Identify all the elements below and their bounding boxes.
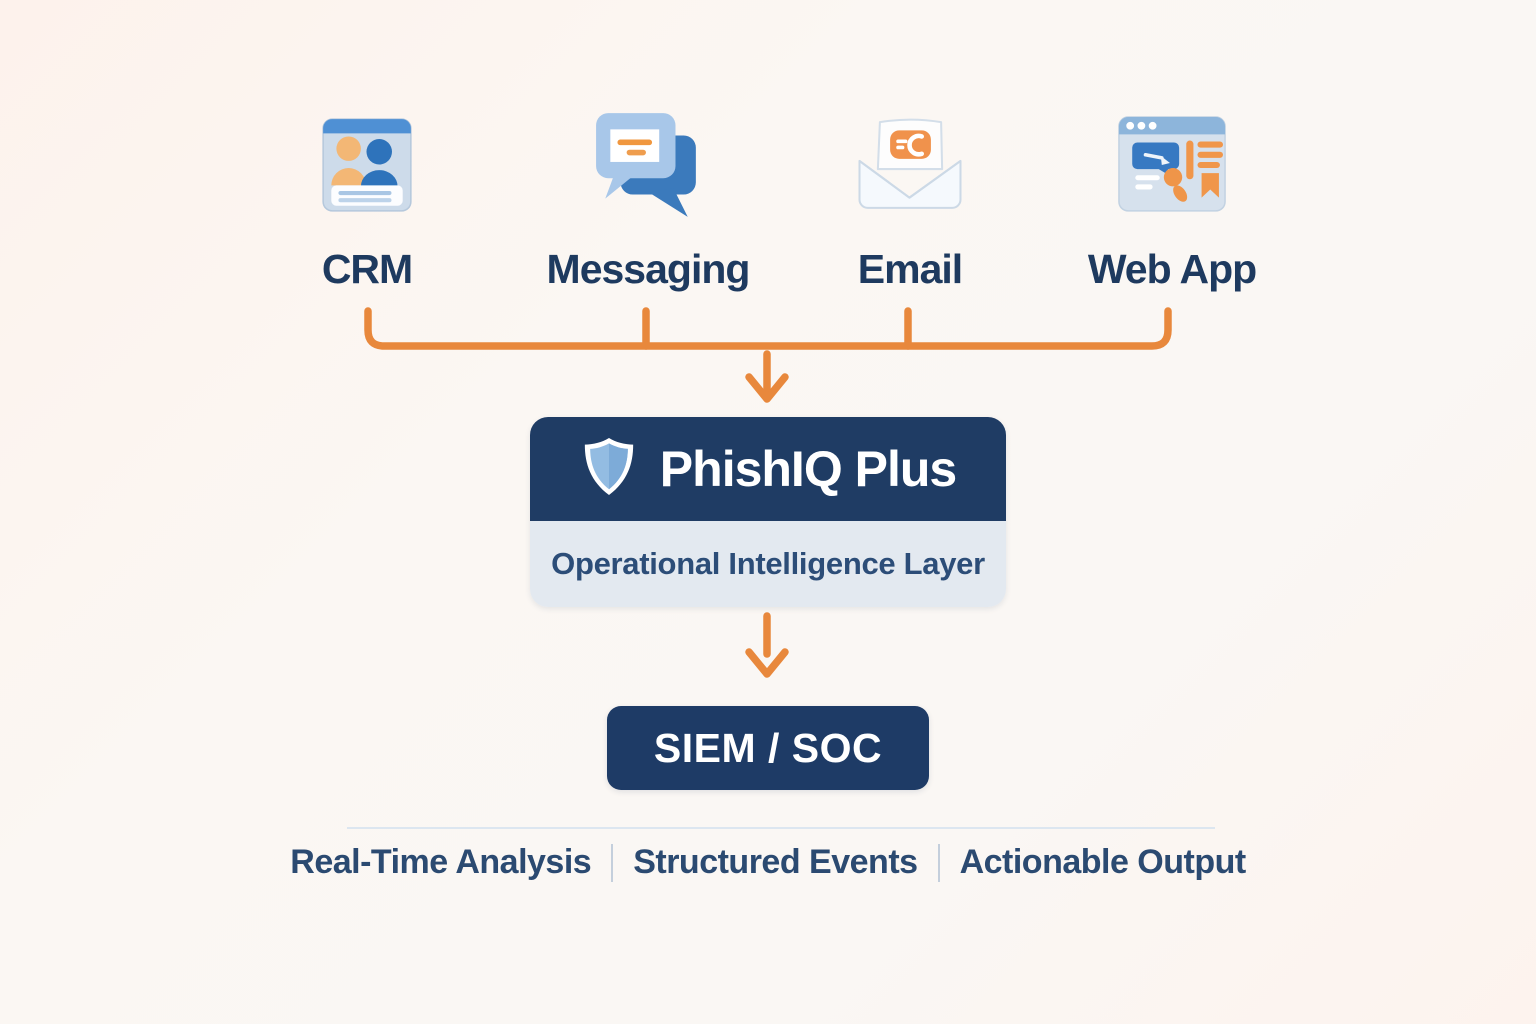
source-crm: CRM bbox=[247, 110, 487, 293]
source-label-messaging: Messaging bbox=[546, 246, 751, 292]
source-messaging: Messaging bbox=[528, 110, 768, 293]
footer-separator bbox=[937, 843, 940, 882]
footer-separator bbox=[611, 843, 614, 882]
source-email: Email bbox=[790, 110, 1030, 293]
source-label-email: Email bbox=[857, 246, 963, 292]
footer-item-actionable-output: Actionable Output bbox=[959, 843, 1247, 881]
shield-icon-svg bbox=[584, 437, 633, 495]
crm-card-icon bbox=[316, 110, 418, 220]
source-label-web-app: Web App bbox=[1087, 246, 1257, 292]
footer-caption-row: Real-Time Analysis Structured Events Act… bbox=[0, 843, 1536, 882]
chat-bubbles-icon bbox=[591, 110, 705, 220]
arrow-to-phishiq-head bbox=[745, 373, 789, 403]
footer-divider bbox=[347, 827, 1215, 829]
phishiq-plus-box: PhishIQ Plus Operational Intelligence La… bbox=[530, 417, 1006, 607]
phishiq-plus-header: PhishIQ Plus bbox=[530, 417, 1006, 521]
source-web-app: Web App bbox=[1052, 110, 1292, 293]
shield-icon bbox=[580, 436, 638, 503]
browser-window-icon-svg bbox=[1118, 116, 1226, 212]
chat-bubbles-icon-svg bbox=[596, 113, 696, 217]
envelope-icon bbox=[850, 110, 970, 220]
source-label-crm: CRM bbox=[321, 246, 413, 292]
arrow-to-siem-head bbox=[745, 648, 789, 678]
phishiq-plus-title: PhishIQ Plus bbox=[659, 441, 957, 497]
envelope-icon-svg bbox=[858, 118, 962, 209]
siem-soc-box: SIEM / SOC bbox=[607, 706, 929, 790]
phishiq-plus-subtitle: Operational Intelligence Layer bbox=[530, 521, 1006, 607]
bracket-line bbox=[364, 307, 1172, 350]
footer-item-real-time-analysis: Real-Time Analysis bbox=[290, 843, 592, 881]
crm-card-icon-svg bbox=[322, 118, 412, 212]
footer-item-structured-events: Structured Events bbox=[633, 843, 918, 881]
browser-window-icon bbox=[1114, 110, 1230, 220]
